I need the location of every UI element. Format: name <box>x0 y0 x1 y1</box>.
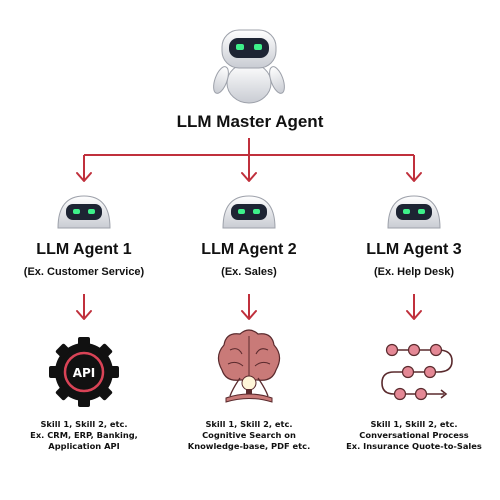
agent-3-skills: Skill 1, Skill 2, etc. Conversational Pr… <box>329 419 499 452</box>
arrowhead-skill-2 <box>241 310 257 320</box>
agent-1-skill-line: Ex. CRM, ERP, Banking, <box>30 430 138 440</box>
arrowhead-skill-1 <box>76 310 92 320</box>
agent-2-title: LLM Agent 2 <box>201 241 297 258</box>
arrowhead-agent-3 <box>406 172 422 182</box>
agent-2-skill-line: Knowledge-base, PDF etc. <box>187 441 311 451</box>
agent-1-skill-line: Skill 1, Skill 2, etc. <box>40 419 128 429</box>
agent-1-robot-icon <box>57 195 111 229</box>
agent-2-subtitle: (Ex. Sales) <box>221 266 277 278</box>
api-icon-label: API <box>73 366 96 380</box>
agent-1-skill-line: Application API <box>48 441 120 451</box>
master-agent-title: LLM Master Agent <box>176 112 324 131</box>
arrowhead-agent-1 <box>76 172 92 182</box>
arrowhead-skill-3 <box>406 310 422 320</box>
agent-3-skill-line: Skill 1, Skill 2, etc. <box>370 419 458 429</box>
brain-bulb-icon <box>217 329 281 403</box>
agent-1-subtitle: (Ex. Customer Service) <box>23 266 145 278</box>
agent-1-skills: Skill 1, Skill 2, etc. Ex. CRM, ERP, Ban… <box>0 419 169 452</box>
agent-3-skill-line: Conversational Process <box>359 430 469 440</box>
arrowhead-agent-2 <box>241 172 257 182</box>
agent-3-skill-line: Ex. Insurance Quote-to-Sales <box>346 441 482 451</box>
agent-2-robot-icon <box>222 195 276 229</box>
gear-api-icon: API <box>49 337 119 407</box>
agent-2-skill-line: Cognitive Search on <box>202 430 296 440</box>
agent-3-title: LLM Agent 3 <box>366 241 462 258</box>
agent-1-title: LLM Agent 1 <box>36 241 132 258</box>
agent-2-skill-line: Skill 1, Skill 2, etc. <box>205 419 293 429</box>
agent-3-robot-icon <box>387 195 441 229</box>
process-flow-icon <box>381 343 453 401</box>
agent-2-skills: Skill 1, Skill 2, etc. Cognitive Search … <box>164 419 334 452</box>
agent-3-subtitle: (Ex. Help Desk) <box>373 266 455 278</box>
